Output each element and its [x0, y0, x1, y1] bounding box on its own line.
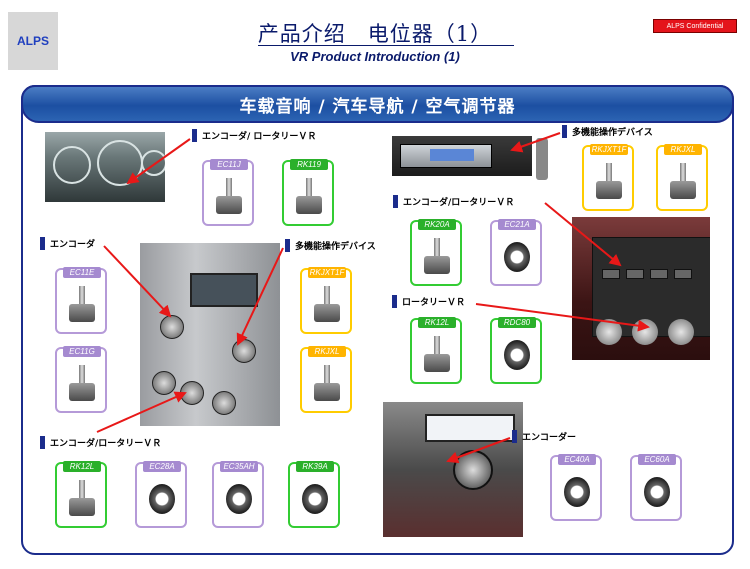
product-card-rkjxt1f-1[interactable]: RKJXT1F [300, 267, 352, 334]
product-card-rk12l-2[interactable]: RK12L [410, 317, 462, 384]
product-card-ec40a[interactable]: EC40A [550, 454, 602, 521]
car-console-photo [572, 217, 710, 360]
confidential-badge: ALPS Confidential [653, 19, 737, 33]
label-rotary-vr: ロータリーＶＲ [392, 295, 465, 308]
phone-photo [536, 138, 548, 180]
label-encoder-rotary-vr-3: エンコーダ/ロータリーＶＲ [393, 195, 514, 208]
center-console-photo [140, 243, 280, 426]
product-card-rk20a[interactable]: RK20A [410, 219, 462, 286]
banner-text: 车载音响 / 汽车导航 / 空气调节器 [239, 96, 516, 117]
title-underline [258, 45, 514, 46]
product-card-rkjxt1f-2[interactable]: RKJXT1F [582, 144, 634, 211]
product-card-rk39a[interactable]: RK39A [288, 461, 340, 528]
product-card-rdc80[interactable]: RDC80 [490, 317, 542, 384]
alps-logo: ALPS [16, 34, 49, 48]
label-encoder: エンコーダ [40, 237, 95, 250]
car-radio-photo [392, 136, 532, 176]
alps-logo-box: ALPS [8, 12, 58, 70]
page-title: 产品介绍 电位器（1） [257, 22, 493, 46]
page-subtitle: VR Product Introduction (1) [290, 49, 460, 64]
product-card-rk12l-1[interactable]: RK12L [55, 461, 107, 528]
product-card-rk119[interactable]: RK119 [282, 159, 334, 226]
product-card-ec28a[interactable]: EC28A [135, 461, 187, 528]
label-encoder-rotary-vr-1: エンコーダ/ ロータリーＶＲ [192, 129, 316, 142]
product-card-ec35ah[interactable]: EC35AH [212, 461, 264, 528]
product-card-rkjxl-2[interactable]: RKJXL [656, 144, 708, 211]
label-multifunction-device-1: 多機能操作デバイス [285, 239, 376, 252]
product-card-ec11e[interactable]: EC11E [55, 267, 107, 334]
label-encoder-rotary-vr-2: エンコーダ/ロータリーＶＲ [40, 436, 161, 449]
category-banner: 车载音响 / 汽车导航 / 空气调节器 [21, 85, 734, 123]
product-card-ec21a[interactable]: EC21A [490, 219, 542, 286]
dashboard-photo [45, 132, 165, 202]
label-multifunction-device-2: 多機能操作デバイス [562, 125, 653, 138]
label-encoder-2: エンコーダー [512, 430, 576, 443]
product-card-ec60a[interactable]: EC60A [630, 454, 682, 521]
product-card-ec11g[interactable]: EC11G [55, 346, 107, 413]
navigation-photo [383, 402, 523, 537]
product-card-rkjxl-1[interactable]: RKJXL [300, 346, 352, 413]
product-card-ec11j[interactable]: EC11J [202, 159, 254, 226]
